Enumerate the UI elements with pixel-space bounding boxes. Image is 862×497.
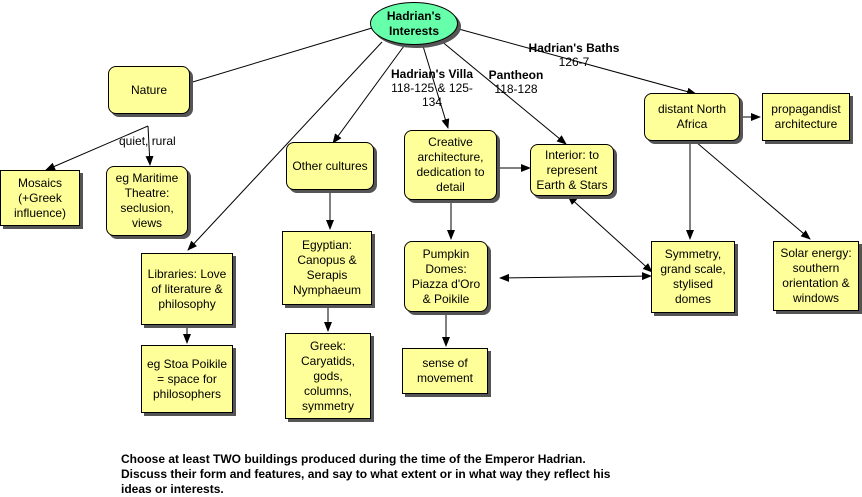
prompt-line-2: Discuss their form and features, and say…	[121, 467, 611, 481]
node-greek: Greek: Caryatids, gods, columns, symmetr…	[285, 333, 371, 419]
node-stoa: eg Stoa Poikile = space for philosophers	[141, 345, 233, 413]
edge-center-interior	[439, 39, 567, 145]
node-maritime: eg Maritime Theatre: seclusion, views	[106, 166, 188, 236]
edge-center-nature	[165, 27, 373, 92]
label-hadrians-villa: Hadrian's Villa 118-125 & 125- 134	[390, 67, 473, 109]
edge-center-africa	[454, 27, 697, 96]
node-creative: Creative architecture, dedication to det…	[404, 130, 497, 200]
edge-nature-mosaics	[45, 125, 149, 171]
edge-center-other-cultures	[332, 45, 405, 144]
node-egyptian: Egyptian: Canopus & Serapis Nymphaeum	[282, 231, 372, 305]
essay-prompt: Choose at least TWO buildings produced d…	[121, 452, 641, 497]
node-nature: Nature	[108, 66, 190, 114]
node-propagandist: propagandist architecture	[762, 93, 850, 141]
node-africa: distant North Africa	[644, 93, 740, 141]
label-quiet-rural: quiet, rural	[119, 134, 176, 148]
prompt-line-1: Choose at least TWO buildings produced d…	[121, 452, 586, 466]
node-symmetry: Symmetry, grand scale, stylised domes	[651, 241, 735, 313]
edge-africa-solar	[695, 141, 811, 240]
edge-pumpkin-symmetry	[499, 272, 652, 282]
edge-center-creative	[422, 45, 450, 129]
edge-interior-symmetry	[567, 195, 653, 273]
node-pumpkin: Pumpkin Domes: Piazza d'Oro & Poikile	[404, 241, 488, 312]
label-pantheon: Pantheon 118-128	[488, 68, 544, 96]
edge-nature-maritime	[145, 125, 154, 166]
prompt-line-3: ideas or interests.	[121, 482, 224, 496]
node-movement: sense of movement	[402, 348, 488, 394]
node-interior: Interior: to represent Earth & Stars	[530, 144, 614, 196]
node-libraries: Libraries: Love of literature & philosop…	[141, 253, 233, 325]
label-hadrians-baths: Hadrian's Baths 126-7	[528, 41, 620, 69]
edge-center-libraries	[187, 41, 383, 251]
center-node: Hadrian's Interests	[370, 2, 458, 45]
node-other-cultures: Other cultures	[286, 142, 374, 190]
node-mosaics: Mosaics (+Greek influence)	[0, 170, 80, 226]
node-solar: Solar energy: southern orientation & win…	[773, 241, 859, 311]
